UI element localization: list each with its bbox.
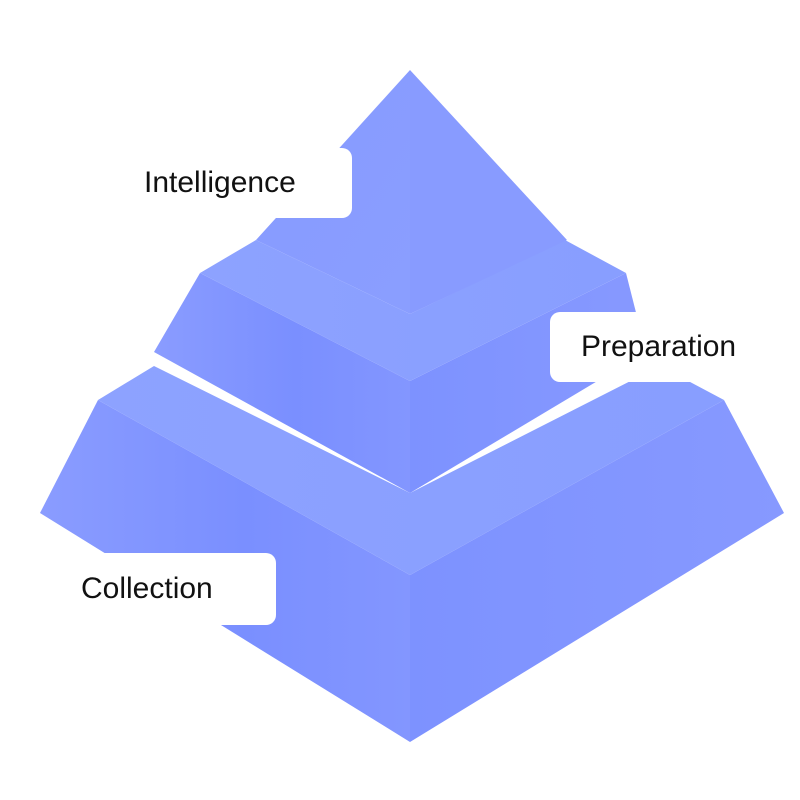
tier-collection-right-face xyxy=(410,400,784,742)
label-collection: Collection xyxy=(0,553,276,625)
tier-collection-top-band xyxy=(98,366,724,575)
tier-intelligence-right-face xyxy=(410,70,567,314)
label-preparation: Preparation xyxy=(550,312,800,382)
label-intelligence: Intelligence xyxy=(60,148,352,218)
tier-preparation-top-band xyxy=(200,240,626,381)
tier-preparation-left-face xyxy=(154,273,410,493)
